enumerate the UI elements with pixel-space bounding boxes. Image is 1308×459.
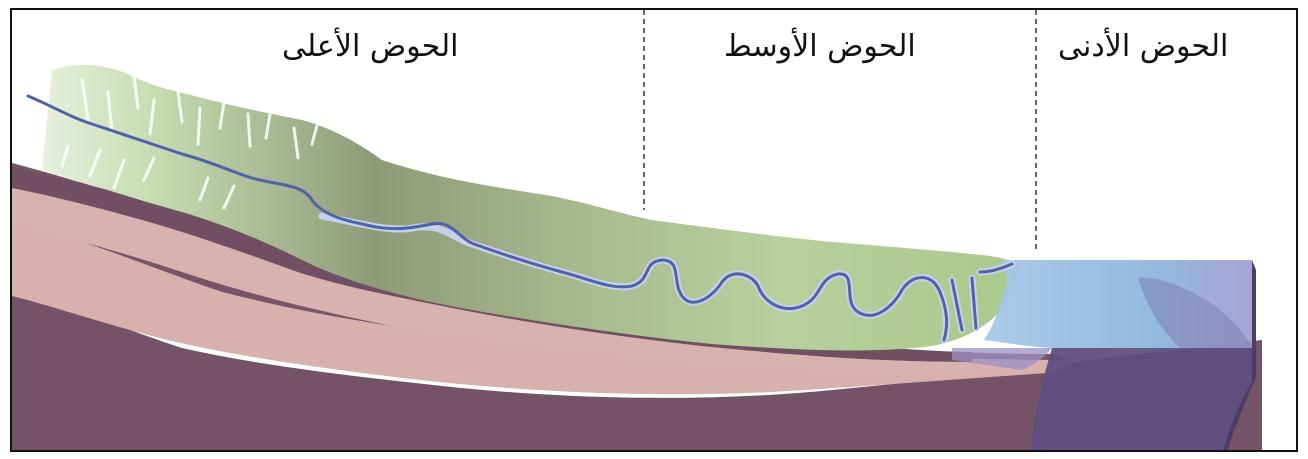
diagram-frame: الحوض الأعلى الحوض الأوسط الحوض الأدنى (10, 8, 1298, 452)
label-middle-basin: الحوض الأوسط (724, 29, 916, 64)
river-basin-illustration (12, 10, 1262, 450)
block-right-face (1223, 260, 1256, 450)
valley-surface (42, 64, 1022, 351)
label-upper-basin: الحوض الأعلى (282, 29, 459, 64)
label-lower-basin: الحوض الأدنى (1058, 29, 1229, 64)
rock-layer-pink-middle (12, 220, 1072, 395)
rock-layer-dark-3 (12, 292, 1262, 450)
seabed-block-front (1032, 348, 1252, 450)
sea-deep-water (1138, 277, 1252, 348)
rock-layer-pink-top (12, 188, 1012, 374)
upper-basin-streaks (60, 74, 320, 210)
river (26, 94, 1014, 342)
seabed-light (952, 348, 1052, 370)
